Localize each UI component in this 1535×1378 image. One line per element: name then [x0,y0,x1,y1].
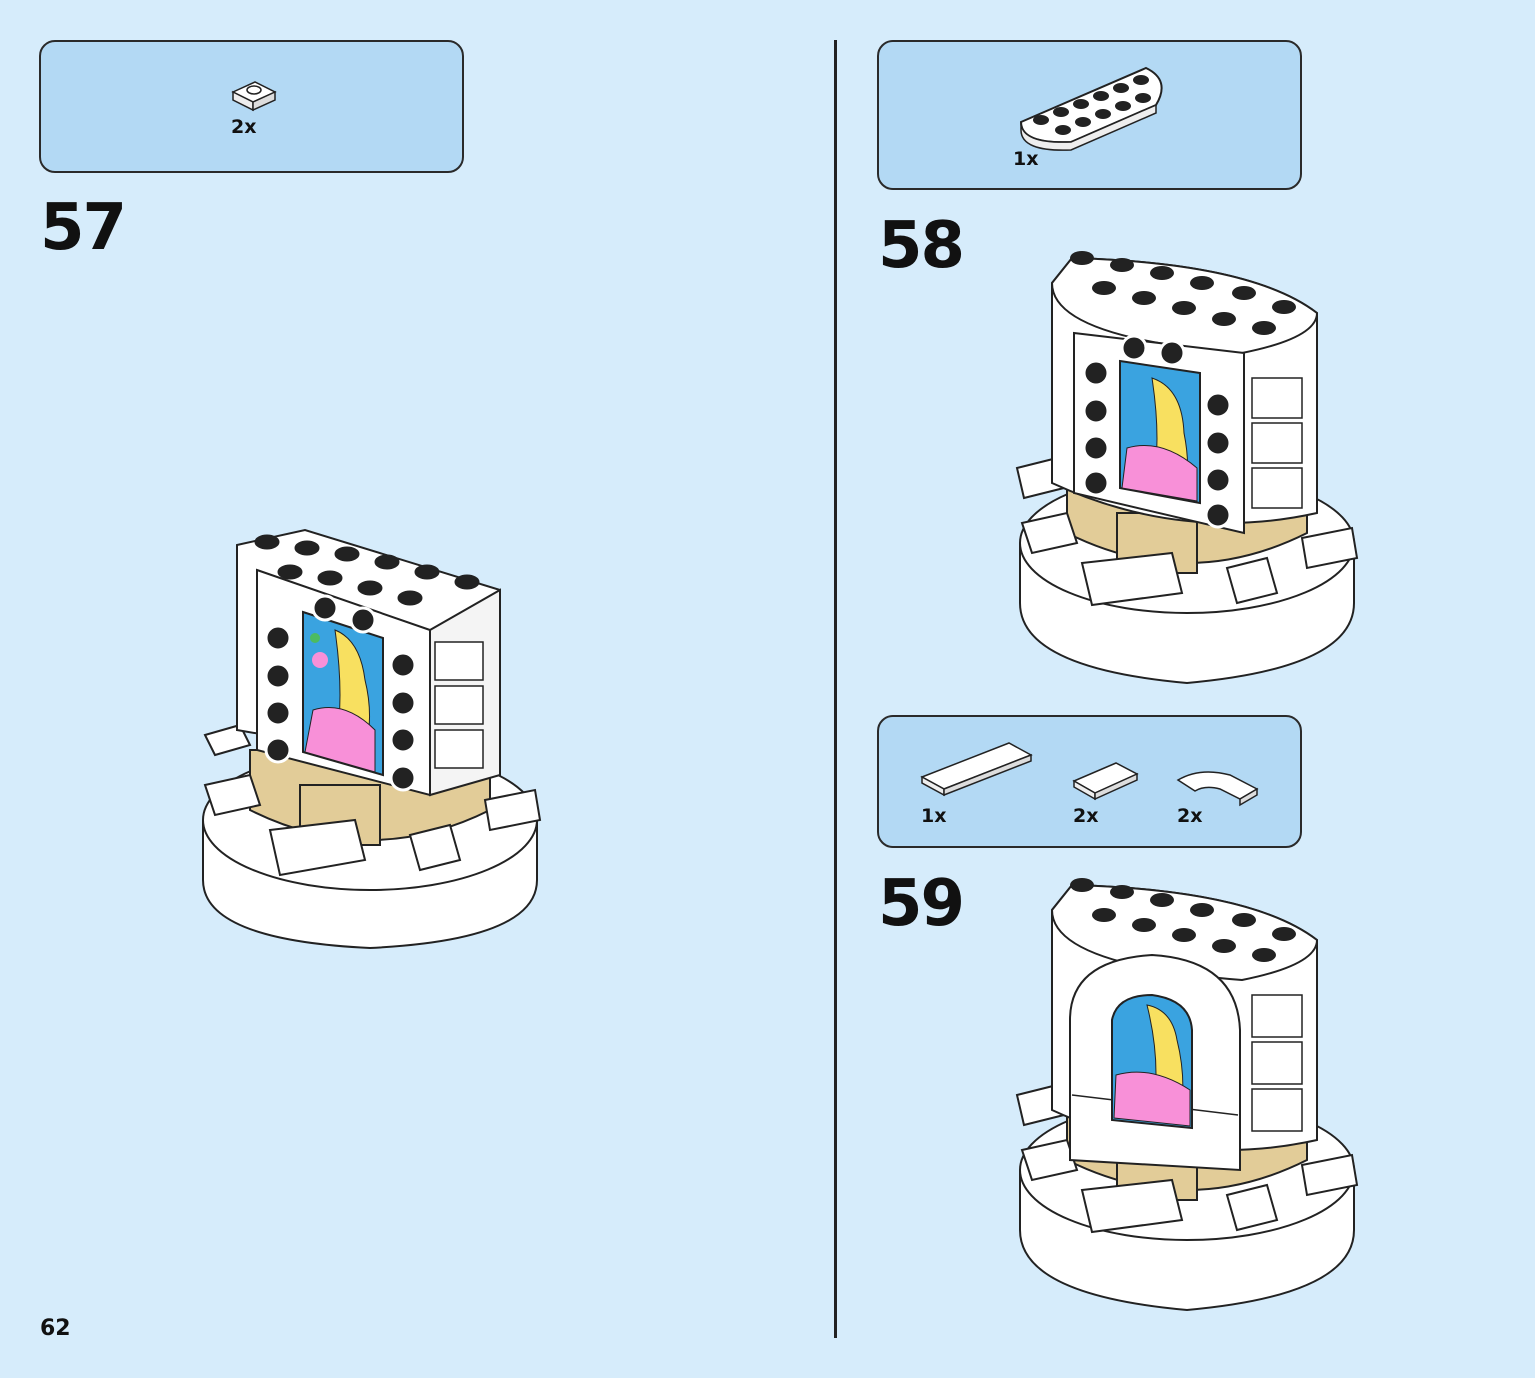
page-number: 62 [40,1316,71,1341]
part-quantity: 1x [921,805,947,827]
step-number-59: 59 [878,867,965,941]
tile-1x2-icon [1072,762,1139,801]
plate-round-half-icon [1019,66,1163,151]
step-number-57: 57 [40,191,127,265]
part-quantity: 2x [231,116,257,138]
page-divider [834,40,837,1338]
parts-callout-step-57: 2x [39,40,464,173]
part-quantity: 1x [1013,148,1039,170]
part-quantity: 2x [1073,805,1099,827]
tile-1x4-icon [920,742,1033,797]
model-illustration-step-58 [1015,251,1359,685]
model-illustration-step-59 [1015,878,1359,1312]
part-quantity: 2x [1177,805,1203,827]
parts-callout-step-59: 1x 2x 2x [877,715,1302,848]
plate-1x1-icon [231,81,277,112]
tile-curved-icon [1176,771,1259,807]
model-illustration-step-57 [202,528,542,950]
step-number-58: 58 [878,209,965,283]
parts-callout-step-58: 1x [877,40,1302,190]
